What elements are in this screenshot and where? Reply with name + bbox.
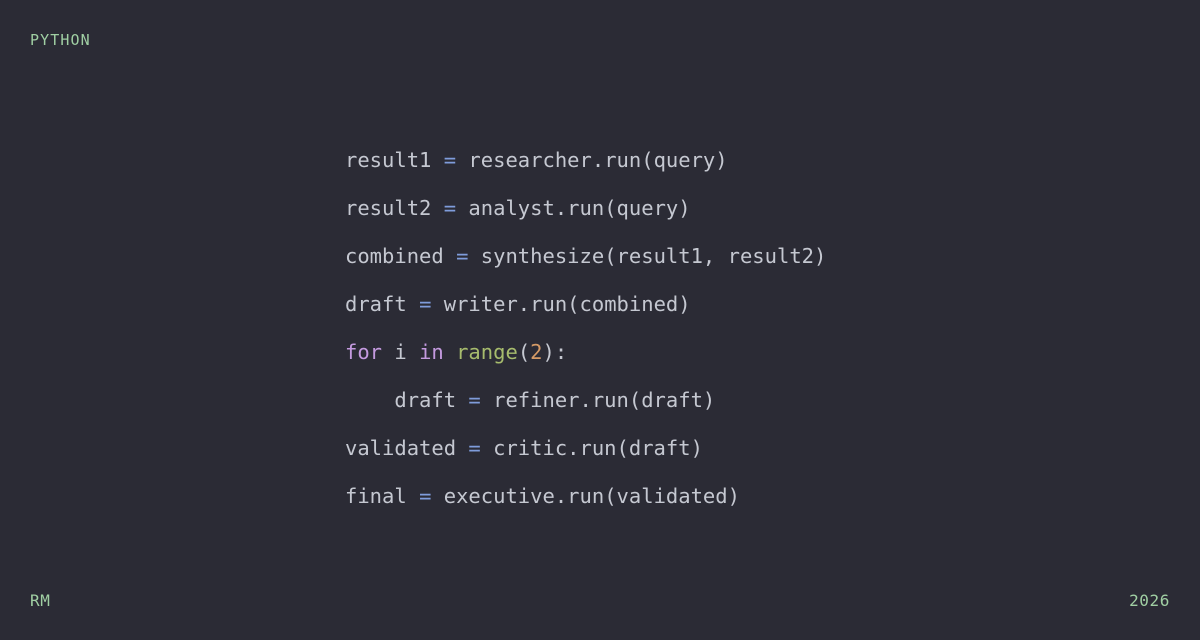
code-token-op: = [468, 436, 481, 460]
code-token-plain: final [345, 484, 420, 508]
code-token-plain: validated [345, 436, 469, 460]
code-token-plain: analyst.run(query) [456, 196, 691, 220]
code-line: validated = critic.run(draft) [345, 424, 826, 472]
code-token-plain: combined [345, 244, 457, 268]
footer-author: RM [30, 591, 51, 610]
code-line: draft = writer.run(combined) [345, 280, 826, 328]
code-token-plain: i [382, 340, 420, 364]
code-line: draft = refiner.run(draft) [345, 376, 826, 424]
code-token-op: = [456, 244, 469, 268]
code-token-plain: result2 [345, 196, 444, 220]
code-token-punct: ): [542, 340, 568, 364]
code-block: result1 = researcher.run(query)result2 =… [345, 136, 826, 520]
code-token-num: 2 [530, 340, 543, 364]
code-token-kw: in [419, 340, 444, 364]
code-token-op: = [468, 388, 481, 412]
code-token-plain: executive.run(validated) [431, 484, 740, 508]
code-token-op: = [443, 148, 457, 172]
code-token-kw: for [345, 340, 383, 364]
code-token-punct: ( [517, 340, 531, 364]
code-line: for i in range(2): [345, 328, 826, 376]
code-token-plain: critic.run(draft) [480, 436, 703, 460]
language-label: PYTHON [30, 31, 91, 49]
code-token-op: = [419, 292, 432, 316]
code-token-plain: writer.run(combined) [431, 292, 691, 316]
code-line: combined = synthesize(result1, result2) [345, 232, 826, 280]
code-token-fn: range [456, 340, 518, 364]
code-token-op: = [419, 484, 432, 508]
code-token-plain: draft [345, 388, 469, 412]
footer-year: 2026 [1129, 591, 1170, 610]
code-token-plain: draft [345, 292, 420, 316]
code-token-plain [444, 340, 456, 364]
code-line: final = executive.run(validated) [345, 472, 826, 520]
code-token-plain: synthesize(result1, result2) [468, 244, 827, 268]
code-line: result1 = researcher.run(query) [345, 136, 826, 184]
code-token-plain: refiner.run(draft) [480, 388, 716, 412]
code-token-plain: result1 [345, 148, 444, 172]
code-token-op: = [443, 196, 457, 220]
code-token-plain: researcher.run(query) [456, 148, 728, 172]
code-line: result2 = analyst.run(query) [345, 184, 826, 232]
